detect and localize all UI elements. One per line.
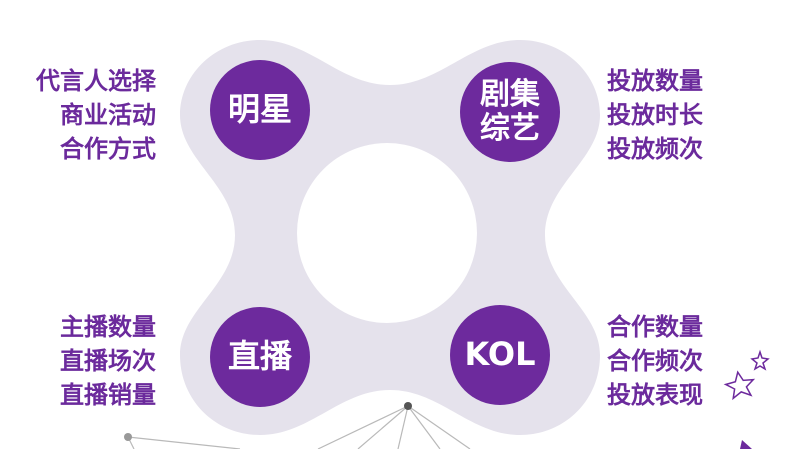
drama-node-label-line2: 综艺 bbox=[480, 111, 540, 146]
star-node: 明星 bbox=[212, 62, 308, 158]
kol-node-label: KOL bbox=[464, 335, 536, 374]
list-item: 合作频次 bbox=[607, 347, 703, 375]
star-items-list: 代言人选择 商业活动 合作方式 bbox=[36, 64, 156, 166]
kol-node: KOL bbox=[452, 307, 548, 403]
drama-node-circle bbox=[460, 62, 560, 162]
live-node-label: 直播 bbox=[227, 337, 292, 376]
sparkle-icon bbox=[723, 349, 770, 401]
decorative-network-lines bbox=[127, 405, 471, 449]
center-hole bbox=[297, 143, 477, 323]
list-item: 合作方式 bbox=[60, 135, 156, 163]
live-node-circle bbox=[210, 307, 310, 407]
sparkle-icon bbox=[740, 440, 752, 449]
decorative-node-dot bbox=[404, 402, 412, 410]
list-item: 主播数量 bbox=[60, 313, 156, 341]
list-item: 投放时长 bbox=[607, 101, 703, 129]
star-node-label: 明星 bbox=[227, 90, 292, 129]
list-item: 直播场次 bbox=[60, 347, 156, 375]
list-item: 商业活动 bbox=[60, 101, 156, 129]
list-item: 投放数量 bbox=[607, 67, 703, 95]
list-item: 合作数量 bbox=[607, 313, 703, 341]
kol-node-circle bbox=[450, 305, 550, 405]
decorative-node-dot bbox=[124, 433, 132, 441]
kol-items-list: 合作数量 合作频次 投放表现 bbox=[607, 310, 703, 412]
live-node: 直播 bbox=[212, 309, 308, 405]
star-node-circle bbox=[210, 60, 310, 160]
drama-items-list: 投放数量 投放时长 投放频次 bbox=[607, 64, 703, 166]
list-item: 代言人选择 bbox=[36, 67, 156, 95]
drama-node-label-line1: 剧集 bbox=[480, 77, 540, 113]
list-item: 投放频次 bbox=[607, 135, 703, 163]
live-items-list: 主播数量 直播场次 直播销量 bbox=[60, 310, 156, 412]
list-item: 投放表现 bbox=[607, 381, 703, 409]
drama-node: 剧集 综艺 bbox=[462, 64, 558, 160]
list-item: 直播销量 bbox=[60, 381, 156, 409]
